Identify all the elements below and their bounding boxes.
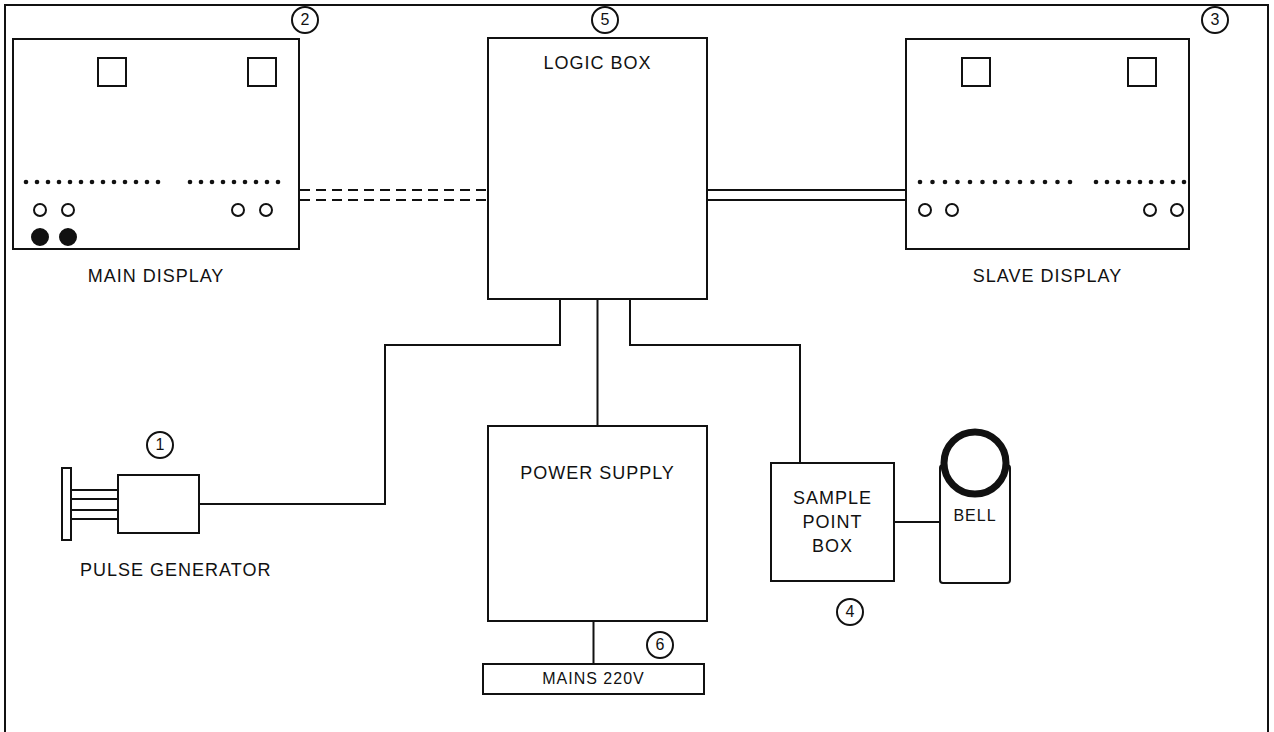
node-label: BELL — [935, 505, 1015, 527]
node-label: LOGIC BOX — [489, 39, 706, 75]
callout-number: 2 — [291, 6, 319, 34]
connector — [708, 190, 905, 200]
connector — [593, 622, 595, 663]
frame-line — [5, 5, 1268, 732]
indicator-dots — [918, 180, 1187, 185]
callout-number: 5 — [591, 6, 619, 34]
connector — [300, 190, 487, 200]
node-label: MAIN DISPLAY — [14, 264, 298, 288]
logic-box: LOGIC BOX — [487, 37, 708, 300]
node-label: SAMPLE POINT BOX — [780, 486, 885, 559]
mains-box: MAINS 220V — [482, 663, 705, 695]
display-unit: MAIN DISPLAY — [12, 38, 300, 250]
connector — [895, 521, 940, 523]
callout-number: 1 — [146, 431, 174, 459]
node-label: MAINS 220V — [542, 668, 644, 690]
bell-outline — [935, 425, 1015, 585]
node-label: SLAVE DISPLAY — [907, 264, 1188, 288]
node-label: POWER SUPPLY — [489, 427, 706, 485]
sample-point-box: SAMPLE POINT BOX — [770, 462, 895, 582]
connector — [200, 300, 560, 504]
display-unit: SLAVE DISPLAY — [905, 38, 1190, 250]
node-label: PULSE GENERATOR — [80, 558, 271, 582]
display-panel-details — [32, 58, 276, 245]
connector — [597, 300, 599, 425]
power-supply-box: POWER SUPPLY — [487, 425, 708, 622]
callout-number: 3 — [1201, 6, 1229, 34]
display-panel-details — [919, 58, 1183, 216]
indicator-dots — [24, 180, 281, 185]
pulse-generator: PULSE GENERATOR — [60, 466, 200, 542]
callout-number: 6 — [646, 631, 674, 659]
bell-symbol: BELL — [935, 425, 1015, 585]
pulse-generator-symbol — [60, 466, 200, 542]
connector — [630, 300, 800, 462]
callout-number: 4 — [836, 598, 864, 626]
